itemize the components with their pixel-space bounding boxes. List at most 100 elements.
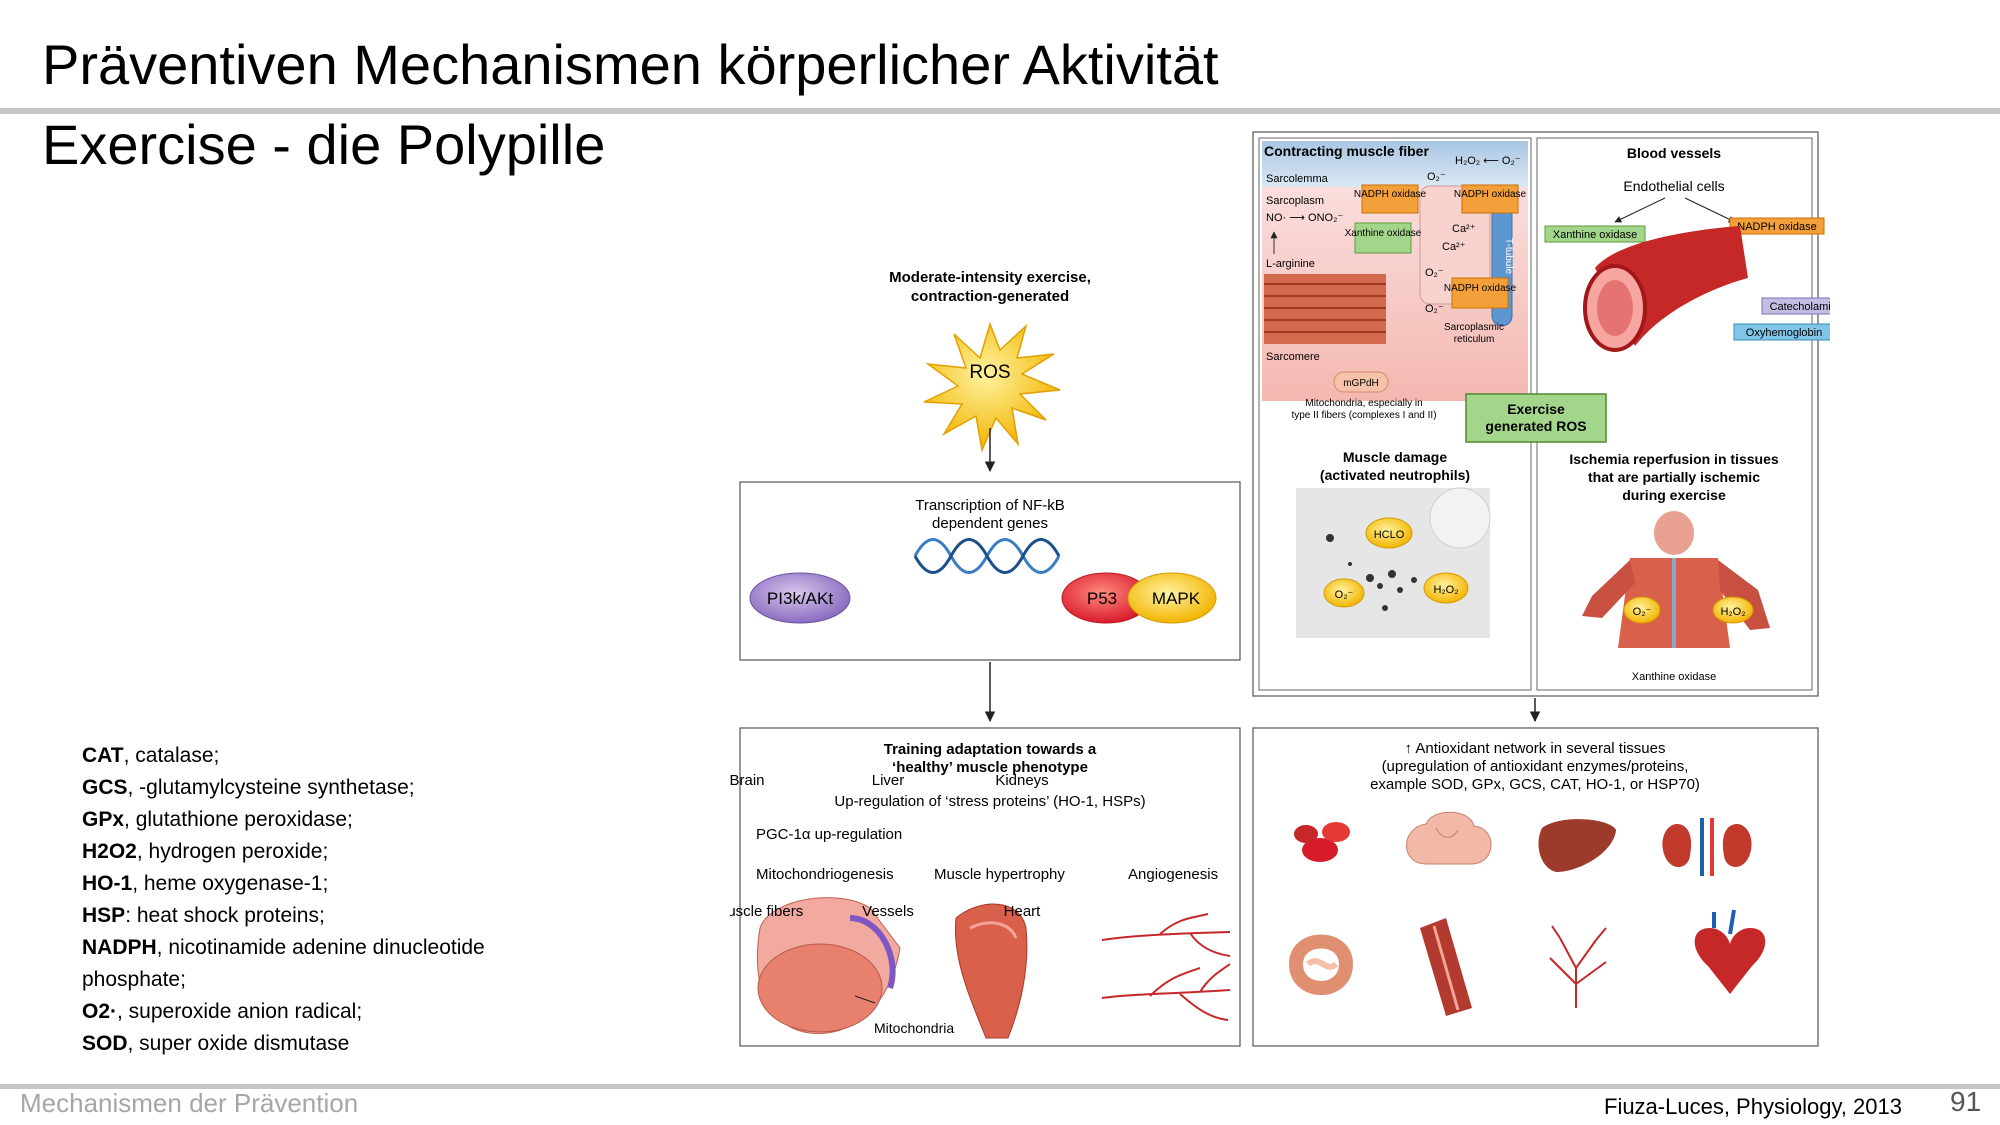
endothelial-label: Endothelial cells: [1623, 178, 1724, 194]
abbreviation-description: , super oxide dismutase: [127, 1032, 350, 1055]
sr-label-2: reticulum: [1454, 334, 1495, 345]
antioxidant-title-3: example SOD, GPx, GCS, CAT, HO-1, or HSP…: [1370, 776, 1700, 793]
ros-header-1: Moderate-intensity exercise,: [889, 269, 1091, 286]
gut-icon: [1288, 934, 1354, 995]
nadph-oxidase-label-3: NADPH oxidase: [1444, 283, 1517, 294]
nadph-oxidase-label-1: NADPH oxidase: [1354, 189, 1427, 200]
ischemia-title-2: that are partially ischemic: [1588, 469, 1760, 485]
antioxidant-network-box: [1252, 727, 1819, 1047]
cell-outline-icon: [1429, 487, 1491, 549]
abbreviation-term: HSP: [82, 904, 126, 927]
mgpdh-box: [1333, 371, 1389, 393]
organ-label: Brain: [730, 772, 765, 789]
organ-label: Kidneys: [995, 772, 1048, 789]
o2-label-damage: O₂⁻: [1335, 589, 1354, 601]
blood-vessel-illustration: [1583, 226, 1748, 352]
abbreviation-list: CAT, catalase;GCS, -glutamylcysteine syn…: [82, 740, 642, 1060]
mapk-label: MAPK: [1152, 589, 1201, 608]
sarcolemma-layer: [1262, 141, 1528, 187]
abbreviation-item: NADPH, nicotinamide adenine dinucleotide: [82, 932, 642, 964]
endothelial-to-xanthine-arrow: [1614, 197, 1666, 223]
transcription-box: [739, 481, 1241, 661]
footer-divider: [0, 1084, 2000, 1089]
abbreviation-description: , catalase;: [123, 744, 220, 767]
organ-label: Liver: [872, 772, 905, 789]
abbreviation-term: GCS: [82, 776, 128, 799]
slide-subtitle: Exercise - die Polypille: [42, 113, 606, 176]
h2o2-bubble-damage: [1423, 572, 1469, 604]
nadph-oxidase-box-vessel: [1729, 217, 1825, 235]
sr-label-1: Sarcoplasmic: [1444, 322, 1504, 333]
muscle-damage-title-2: (activated neutrophils): [1320, 467, 1470, 483]
muscle-hypertrophy-illustration: [954, 903, 1028, 1039]
mitochondria-label-1: Mitochondria, especially in: [1305, 398, 1422, 409]
pi3k-label: PI3k/AKt: [767, 589, 833, 608]
p53-label: P53: [1087, 589, 1117, 608]
slide-title: Präventiven Mechanismen körperlicher Akt…: [42, 33, 1219, 96]
angiogenesis-label: Angiogenesis: [1128, 866, 1218, 883]
mechanism-figure: Moderate-intensity exercise, contraction…: [730, 128, 1830, 1072]
abbreviation-item: CAT, catalase;: [82, 740, 642, 772]
calcium-label-2: Ca²⁺: [1442, 241, 1466, 253]
sarcolemma-label: Sarcolemma: [1266, 173, 1329, 185]
figure-svg: Moderate-intensity exercise, contraction…: [730, 131, 1830, 1047]
mapk-protein: [1127, 572, 1217, 624]
no-reaction-label: NO· ⟶ ONO₂⁻: [1266, 212, 1343, 224]
nadph-oxidase-box-1: [1361, 184, 1419, 214]
calcium-label-1: Ca²⁺: [1452, 223, 1476, 235]
pi3k-akt-protein: [749, 572, 851, 624]
catecholamines-label: Catecholamines: [1770, 301, 1830, 313]
oxyhemoglobin-label: Oxyhemoglobin: [1746, 327, 1822, 339]
muscle-fiber-title: Contracting muscle fiber: [1264, 143, 1429, 159]
abbreviation-term: HO-1: [82, 872, 133, 895]
nadph-oxidase-box-3: [1451, 277, 1509, 309]
kidneys-icon: [1662, 818, 1752, 876]
t-tubule-label: T-tubule: [1503, 238, 1514, 275]
liver-icon: [1538, 819, 1616, 872]
xanthine-oxidase-box-vessel: [1544, 225, 1646, 243]
ischemia-title-1: Ischemia reperfusion in tissues: [1569, 451, 1779, 467]
exercise-ros-label-1: Exercise: [1507, 401, 1565, 417]
abbreviation-description: , glutathione peroxidase;: [124, 808, 353, 831]
organ-labels: BloodBrainLiverKidneysGutMuscle fibersVe…: [730, 772, 1049, 920]
nadph-oxidase-box-2: [1461, 184, 1519, 214]
nadph-oxidase-label-vessel: NADPH oxidase: [1737, 221, 1816, 233]
abbreviation-item: H2O2, hydrogen peroxide;: [82, 836, 642, 868]
o2-bubble-ischemia: [1623, 596, 1661, 624]
muscle-hypertrophy-label: Muscle hypertrophy: [934, 866, 1065, 883]
mitochondria-label-2: type II fibers (complexes I and II): [1291, 410, 1436, 421]
abbreviation-description: , superoxide anion radical;: [117, 1000, 363, 1023]
footer-section-label: Mechanismen der Prävention: [20, 1088, 359, 1118]
sarcomere-illustration: [1264, 274, 1386, 344]
abbreviation-item: HSP: heat shock proteins;: [82, 900, 642, 932]
hclo-label: HCLO: [1374, 529, 1405, 541]
hclo-bubble: [1365, 517, 1413, 549]
ros-label: ROS: [969, 362, 1010, 383]
abbreviation-term: GPx: [82, 808, 125, 831]
antioxidant-title-1: ↑ Antioxidant network in several tissues: [1405, 740, 1666, 757]
pgc-label: PGC-1α up-regulation: [756, 826, 902, 843]
ros-burst-icon: [923, 321, 1061, 453]
mitochondria-pointer: [854, 995, 876, 1004]
mitochondriogenesis-label: Mitochondriogenesis: [756, 866, 894, 883]
abbreviation-item: phosphate;: [82, 964, 642, 996]
abbreviation-term: NADPH: [82, 936, 157, 959]
nadph-oxidase-label-2: NADPH oxidase: [1454, 189, 1527, 200]
abbreviation-item: HO-1, heme oxygenase-1;: [82, 868, 642, 900]
organ-label: Muscle fibers: [730, 903, 803, 920]
abbreviation-description: : heat shock proteins;: [125, 904, 325, 927]
xanthine-oxidase-label-muscle: Xanthine oxidase: [1345, 228, 1422, 239]
xanthine-oxidase-label-ischemia: Xanthine oxidase: [1632, 671, 1716, 683]
o2-label-c: O₂⁻: [1425, 303, 1444, 315]
heart-icon: [1694, 909, 1766, 994]
abbreviation-item: O2·, superoxide anion radical;: [82, 996, 642, 1028]
mitochondria-label: Mitochondria: [874, 1020, 954, 1036]
abbreviation-term: CAT: [82, 744, 124, 767]
organ-label: Vessels: [862, 903, 914, 920]
h2o2-label-ischemia: H₂O₂: [1720, 606, 1745, 618]
dna-helix-icon: [913, 538, 1061, 574]
abbreviation-item: SOD, super oxide dismutase: [82, 1028, 642, 1060]
h2o2-bubble-ischemia: [1712, 596, 1754, 624]
muscle-damage-title-1: Muscle damage: [1343, 449, 1447, 465]
xanthine-oxidase-label-vessel: Xanthine oxidase: [1553, 229, 1637, 241]
